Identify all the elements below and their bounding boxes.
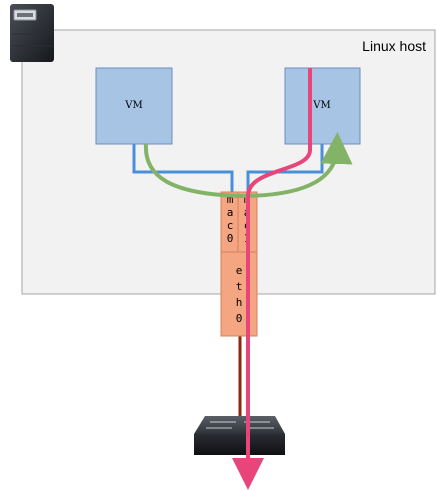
interface-mac0-label-char: 0 [227,232,234,245]
interface-eth0-label-char: t [236,280,243,293]
interface-eth0-label: eth 0 [236,264,243,325]
vm-right: VM [284,67,361,145]
interface-mac0-label-char: m [227,193,234,206]
server-icon [10,4,54,62]
interface-eth0-label-char: 0 [236,312,243,325]
vm-to-vm-path [143,132,353,199]
interface-mac0-label-char: a [227,206,234,219]
linux-host-label: Linux host [362,38,426,54]
interface-mac0-label-char: c [227,219,234,232]
network-switch-icon [194,416,285,455]
link-vm-left-mac0 [132,144,234,192]
vm-left-label: VM [124,100,142,111]
vm-right-label: VM [312,100,330,111]
interface-eth0-label-char: h [236,296,243,309]
interface-eth0-label-char: e [236,264,243,277]
vm-to-external-path [232,68,312,490]
vm-left: VM [95,67,173,145]
interface-eth0 [220,251,258,337]
